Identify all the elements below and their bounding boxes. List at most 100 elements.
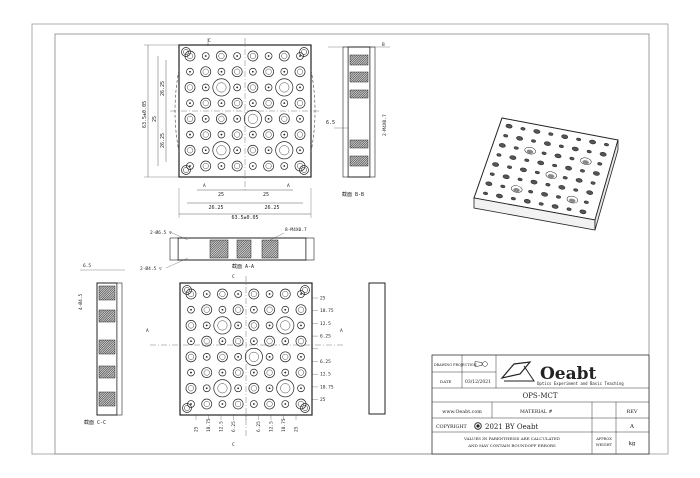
tb-tagline: Optics Experiment and Basic Teaching <box>537 381 624 386</box>
right-dim-label: 6.25 <box>320 359 331 365</box>
hatch-line <box>354 55 365 65</box>
hole <box>294 160 306 172</box>
hole <box>264 52 273 60</box>
hatch-line <box>101 340 115 354</box>
hole <box>264 367 275 378</box>
iso-hole <box>541 192 548 197</box>
hole <box>279 288 291 300</box>
hole <box>200 66 212 78</box>
hatch-line <box>354 140 363 148</box>
hatch-line <box>99 366 103 370</box>
hole-inner <box>281 52 288 60</box>
iso-hole <box>565 165 572 171</box>
hatch-line <box>99 340 112 353</box>
hole <box>184 82 196 93</box>
hatch-line <box>365 61 368 65</box>
hole <box>250 400 258 408</box>
hole <box>185 320 197 331</box>
hatch-line <box>350 72 360 82</box>
hole <box>280 162 289 170</box>
hole-center <box>236 86 239 89</box>
side-profile <box>368 282 386 415</box>
inner-border <box>54 33 650 455</box>
hatch-line <box>361 58 368 65</box>
hatch-line <box>358 140 367 148</box>
hatch-line <box>210 240 216 246</box>
hatch-line <box>110 400 115 406</box>
hatch-line <box>356 90 365 98</box>
hole-inner <box>250 322 257 329</box>
hole-inner <box>202 162 209 170</box>
right-dim-label: 25 <box>320 296 326 302</box>
hatch-line <box>363 143 368 148</box>
hole <box>217 67 226 76</box>
hatch-line <box>352 156 363 166</box>
hole-inner <box>266 369 273 376</box>
hole <box>263 129 274 140</box>
hole <box>233 146 241 155</box>
hole <box>294 66 306 78</box>
hatch-line <box>352 55 363 65</box>
tb-website: www.Oeabt.com <box>442 409 482 415</box>
top-dim-y-lower: 26.25 <box>160 133 166 148</box>
hole <box>264 115 273 123</box>
hole <box>184 113 196 125</box>
hatch-line <box>99 340 114 354</box>
hole <box>185 382 197 394</box>
hole-center <box>267 86 270 89</box>
hatch-outline <box>349 54 369 66</box>
hatch-line <box>99 310 103 314</box>
iso-hole <box>575 178 583 183</box>
hole-center <box>205 387 208 390</box>
hatch-outline <box>349 89 369 99</box>
corner-hole <box>182 285 192 295</box>
hole-inner <box>282 353 289 360</box>
hatch-line <box>99 340 109 350</box>
hole <box>265 321 274 330</box>
hole <box>249 162 257 170</box>
hatch-line <box>104 311 115 322</box>
hole <box>201 83 210 92</box>
hatch-line <box>108 293 115 300</box>
iso-hole <box>530 179 538 185</box>
hatch-line <box>106 313 115 322</box>
hole <box>213 379 232 398</box>
iso-hole <box>502 174 510 180</box>
bottom-marker-a-right: A <box>340 328 343 334</box>
hole <box>184 144 196 156</box>
iso-hole <box>520 167 527 173</box>
hatch-line <box>350 156 356 162</box>
hole <box>218 305 227 314</box>
hatch-line <box>350 55 358 63</box>
hatch-line <box>110 348 115 354</box>
hole-center <box>268 324 271 327</box>
hatch-line <box>99 392 105 398</box>
hatch-line <box>350 156 360 166</box>
hole-center <box>204 55 207 57</box>
hatch-line <box>104 395 115 406</box>
hatch-region <box>99 392 115 406</box>
hatch-line <box>361 91 368 98</box>
hatch-line <box>102 341 115 354</box>
hole-inner <box>296 131 304 138</box>
hatch-bg <box>350 90 368 98</box>
hole <box>200 97 212 109</box>
section-aa-hole: 2-Ø4.5 ▽ <box>140 265 162 272</box>
hole-center <box>300 324 302 327</box>
iso-hole <box>505 123 513 129</box>
hole <box>231 66 243 78</box>
hole-inner <box>248 351 259 362</box>
bottom-marker-a-left: A <box>146 328 149 334</box>
hole <box>217 288 228 300</box>
iso-hole <box>500 184 506 189</box>
hole <box>294 129 306 140</box>
hole <box>280 99 289 107</box>
iso-hole <box>551 204 559 209</box>
hole <box>279 351 291 363</box>
corner-hole <box>182 403 192 413</box>
svg-text:C: C <box>208 38 211 44</box>
tb-rev-value: A <box>629 424 635 430</box>
hole-inner <box>297 369 305 376</box>
